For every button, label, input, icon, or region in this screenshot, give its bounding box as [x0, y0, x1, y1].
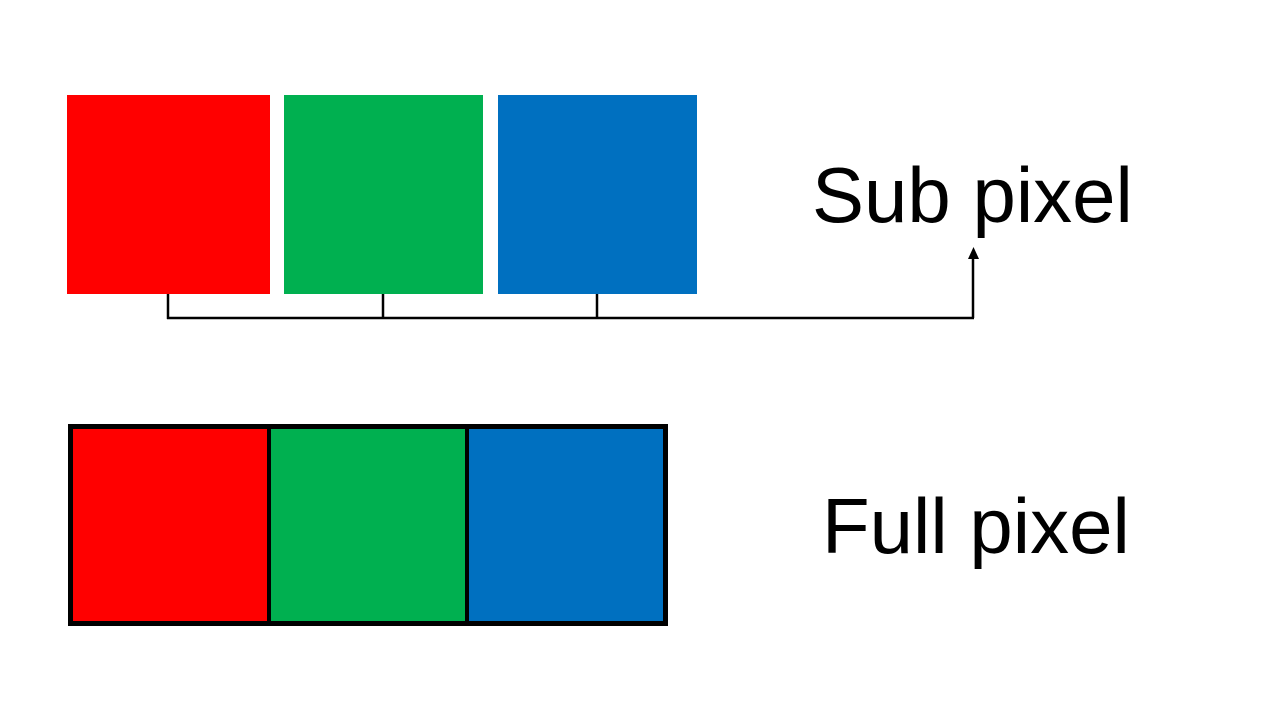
fullpixel-green-cell	[271, 429, 465, 621]
full-pixel-row	[68, 424, 668, 626]
fullpixel-red-cell	[73, 429, 267, 621]
sub-pixel-label: Sub pixel	[812, 151, 1133, 239]
fullpixel-blue-cell	[469, 429, 663, 621]
subpixel-blue-square	[498, 95, 697, 294]
full-pixel-label: Full pixel	[822, 482, 1130, 570]
subpixel-red-square	[67, 95, 270, 294]
arrowhead-icon	[968, 247, 979, 259]
subpixel-green-square	[284, 95, 483, 294]
